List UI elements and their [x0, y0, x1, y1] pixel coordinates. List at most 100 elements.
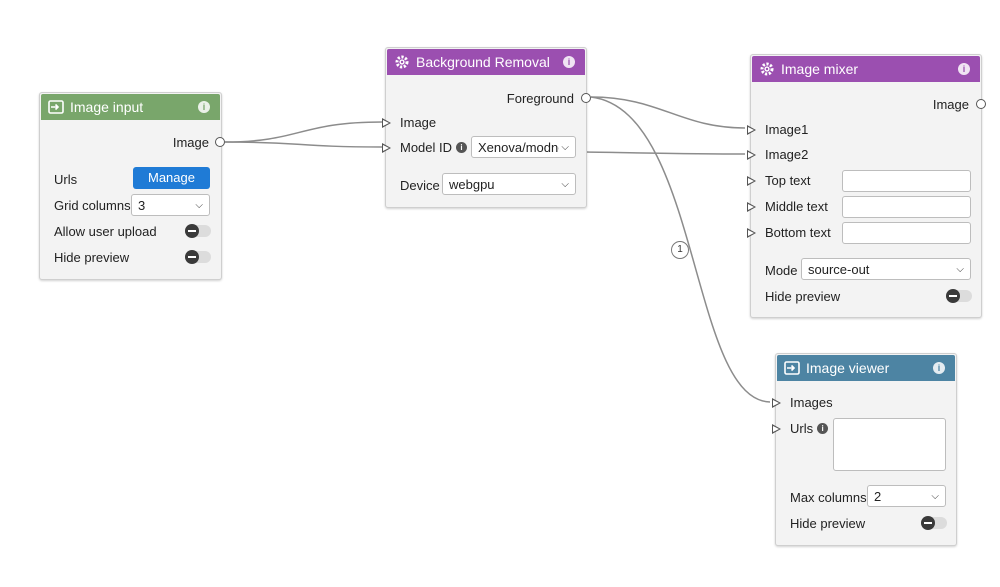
device-select[interactable]: webgpu ⌵ — [442, 173, 576, 195]
input-row: Top text — [765, 173, 811, 188]
output-port-image[interactable] — [215, 137, 225, 147]
input-row: Image2 — [765, 147, 808, 162]
gear-icon — [394, 54, 410, 70]
output-icon — [784, 360, 800, 376]
model-id-value: Xenova/modne — [478, 140, 566, 155]
hide-preview-toggle[interactable] — [921, 516, 947, 530]
input-port-image2[interactable] — [747, 150, 756, 160]
node-image-input[interactable]: Image input i Image Urls Manage Grid col… — [39, 92, 225, 280]
chevron-down-icon: ⌵ — [931, 491, 939, 502]
input-port-model-id[interactable] — [382, 143, 391, 153]
info-icon[interactable]: i — [456, 142, 468, 153]
edge-image-to-bg-model — [224, 141, 383, 148]
mode-row: Mode — [765, 263, 798, 278]
input-port-top-text[interactable] — [747, 176, 756, 186]
chevron-down-icon: ⌵ — [559, 137, 569, 157]
urls-row: Urls — [54, 172, 77, 187]
grid-columns-row: Grid columns — [54, 198, 131, 213]
output-label: Foreground — [506, 91, 574, 106]
hide-preview-label: Hide preview — [765, 289, 841, 304]
hide-preview-row: Hide preview — [765, 289, 840, 304]
node-header[interactable]: Image mixer i — [752, 56, 980, 82]
output-port-foreground[interactable] — [581, 93, 591, 103]
images-row: Images — [790, 395, 833, 410]
model-id-row: Model ID i — [400, 140, 468, 155]
input-label: Top text — [765, 173, 811, 188]
node-image-viewer[interactable]: Image viewer i Images Urls i Max columns… — [772, 353, 957, 546]
node-image-mixer[interactable]: Image mixer i Image Image1 Image2 Top te… — [747, 54, 986, 318]
input-label: Image1 — [765, 122, 809, 137]
input-port-bottom-text[interactable] — [747, 228, 756, 238]
chevron-down-icon: ⌵ — [195, 200, 203, 211]
grid-columns-label: Grid columns — [54, 198, 131, 213]
info-icon[interactable]: i — [933, 362, 945, 374]
model-id-label: Model ID — [400, 140, 453, 155]
chevron-down-icon: ⌵ — [561, 179, 569, 190]
max-columns-select[interactable]: 2 ⌵ — [867, 485, 946, 507]
max-columns-row: Max columns — [790, 490, 867, 505]
input-label: Bottom text — [765, 225, 831, 240]
node-title: Image mixer — [781, 61, 859, 77]
toggle-knob — [185, 250, 199, 264]
output-port-image[interactable] — [976, 99, 986, 109]
input-port-images[interactable] — [772, 398, 781, 408]
info-icon[interactable]: i — [563, 56, 575, 68]
input-icon — [48, 99, 64, 115]
node-header[interactable]: Background Removal i — [387, 49, 585, 75]
hide-preview-toggle[interactable] — [946, 289, 972, 303]
input-port-urls[interactable] — [772, 424, 781, 434]
bottom-text-input[interactable] — [842, 222, 971, 244]
hide-preview-row: Hide preview — [790, 516, 865, 531]
input-label: Image2 — [765, 147, 809, 162]
node-background-removal[interactable]: Background Removal i Foreground Image Mo… — [382, 47, 591, 208]
max-columns-label: Max columns — [790, 490, 867, 505]
input-port-image1[interactable] — [747, 125, 756, 135]
node-header[interactable]: Image input i — [41, 94, 220, 120]
grid-columns-select[interactable]: 3 ⌵ — [131, 194, 210, 216]
device-value: webgpu — [449, 177, 495, 192]
hide-preview-label: Hide preview — [790, 516, 866, 531]
edge-badge[interactable]: 1 — [671, 241, 689, 259]
input-row: Image1 — [765, 122, 808, 137]
mode-label: Mode — [765, 263, 798, 278]
output-label: Image — [932, 97, 969, 112]
gear-icon — [759, 61, 775, 77]
input-row: Bottom text — [765, 225, 831, 240]
allow-upload-row: Allow user upload — [54, 224, 157, 239]
chevron-down-icon: ⌵ — [956, 264, 964, 275]
hide-preview-label: Hide preview — [54, 250, 130, 265]
mode-value: source-out — [808, 262, 870, 277]
max-columns-value: 2 — [874, 489, 882, 504]
device-row: Device — [400, 178, 440, 193]
urls-textarea[interactable] — [833, 418, 946, 471]
info-icon[interactable]: i — [198, 101, 210, 113]
input-label: Middle text — [765, 199, 828, 214]
output-label: Image — [172, 135, 209, 150]
node-title: Background Removal — [416, 54, 550, 70]
manage-button[interactable]: Manage — [133, 167, 210, 189]
allow-upload-label: Allow user upload — [54, 224, 157, 239]
input-port-image[interactable] — [382, 118, 391, 128]
output-row: Image — [933, 97, 969, 112]
mode-select[interactable]: source-out ⌵ — [801, 258, 971, 280]
input-port-middle-text[interactable] — [747, 202, 756, 212]
model-id-select[interactable]: Xenova/modne ⌵ — [471, 136, 576, 158]
toggle-knob — [185, 224, 199, 238]
device-label: Device — [400, 178, 440, 193]
allow-upload-toggle[interactable] — [185, 224, 211, 238]
toggle-knob — [946, 289, 960, 303]
info-icon[interactable]: i — [958, 63, 970, 75]
edge-bg-to-image2 — [585, 151, 746, 155]
hide-preview-row: Hide preview — [54, 250, 129, 265]
urls-row: Urls i — [790, 421, 829, 436]
middle-text-input[interactable] — [842, 196, 971, 218]
info-icon[interactable]: i — [817, 423, 829, 434]
hide-preview-toggle[interactable] — [185, 250, 211, 264]
input-image-row: Image — [400, 115, 436, 130]
top-text-input[interactable] — [842, 170, 971, 192]
node-title: Image input — [70, 99, 144, 115]
node-header[interactable]: Image viewer i — [777, 355, 955, 381]
output-row: Image — [173, 135, 209, 150]
node-title: Image viewer — [806, 360, 890, 376]
images-label: Images — [790, 395, 833, 410]
